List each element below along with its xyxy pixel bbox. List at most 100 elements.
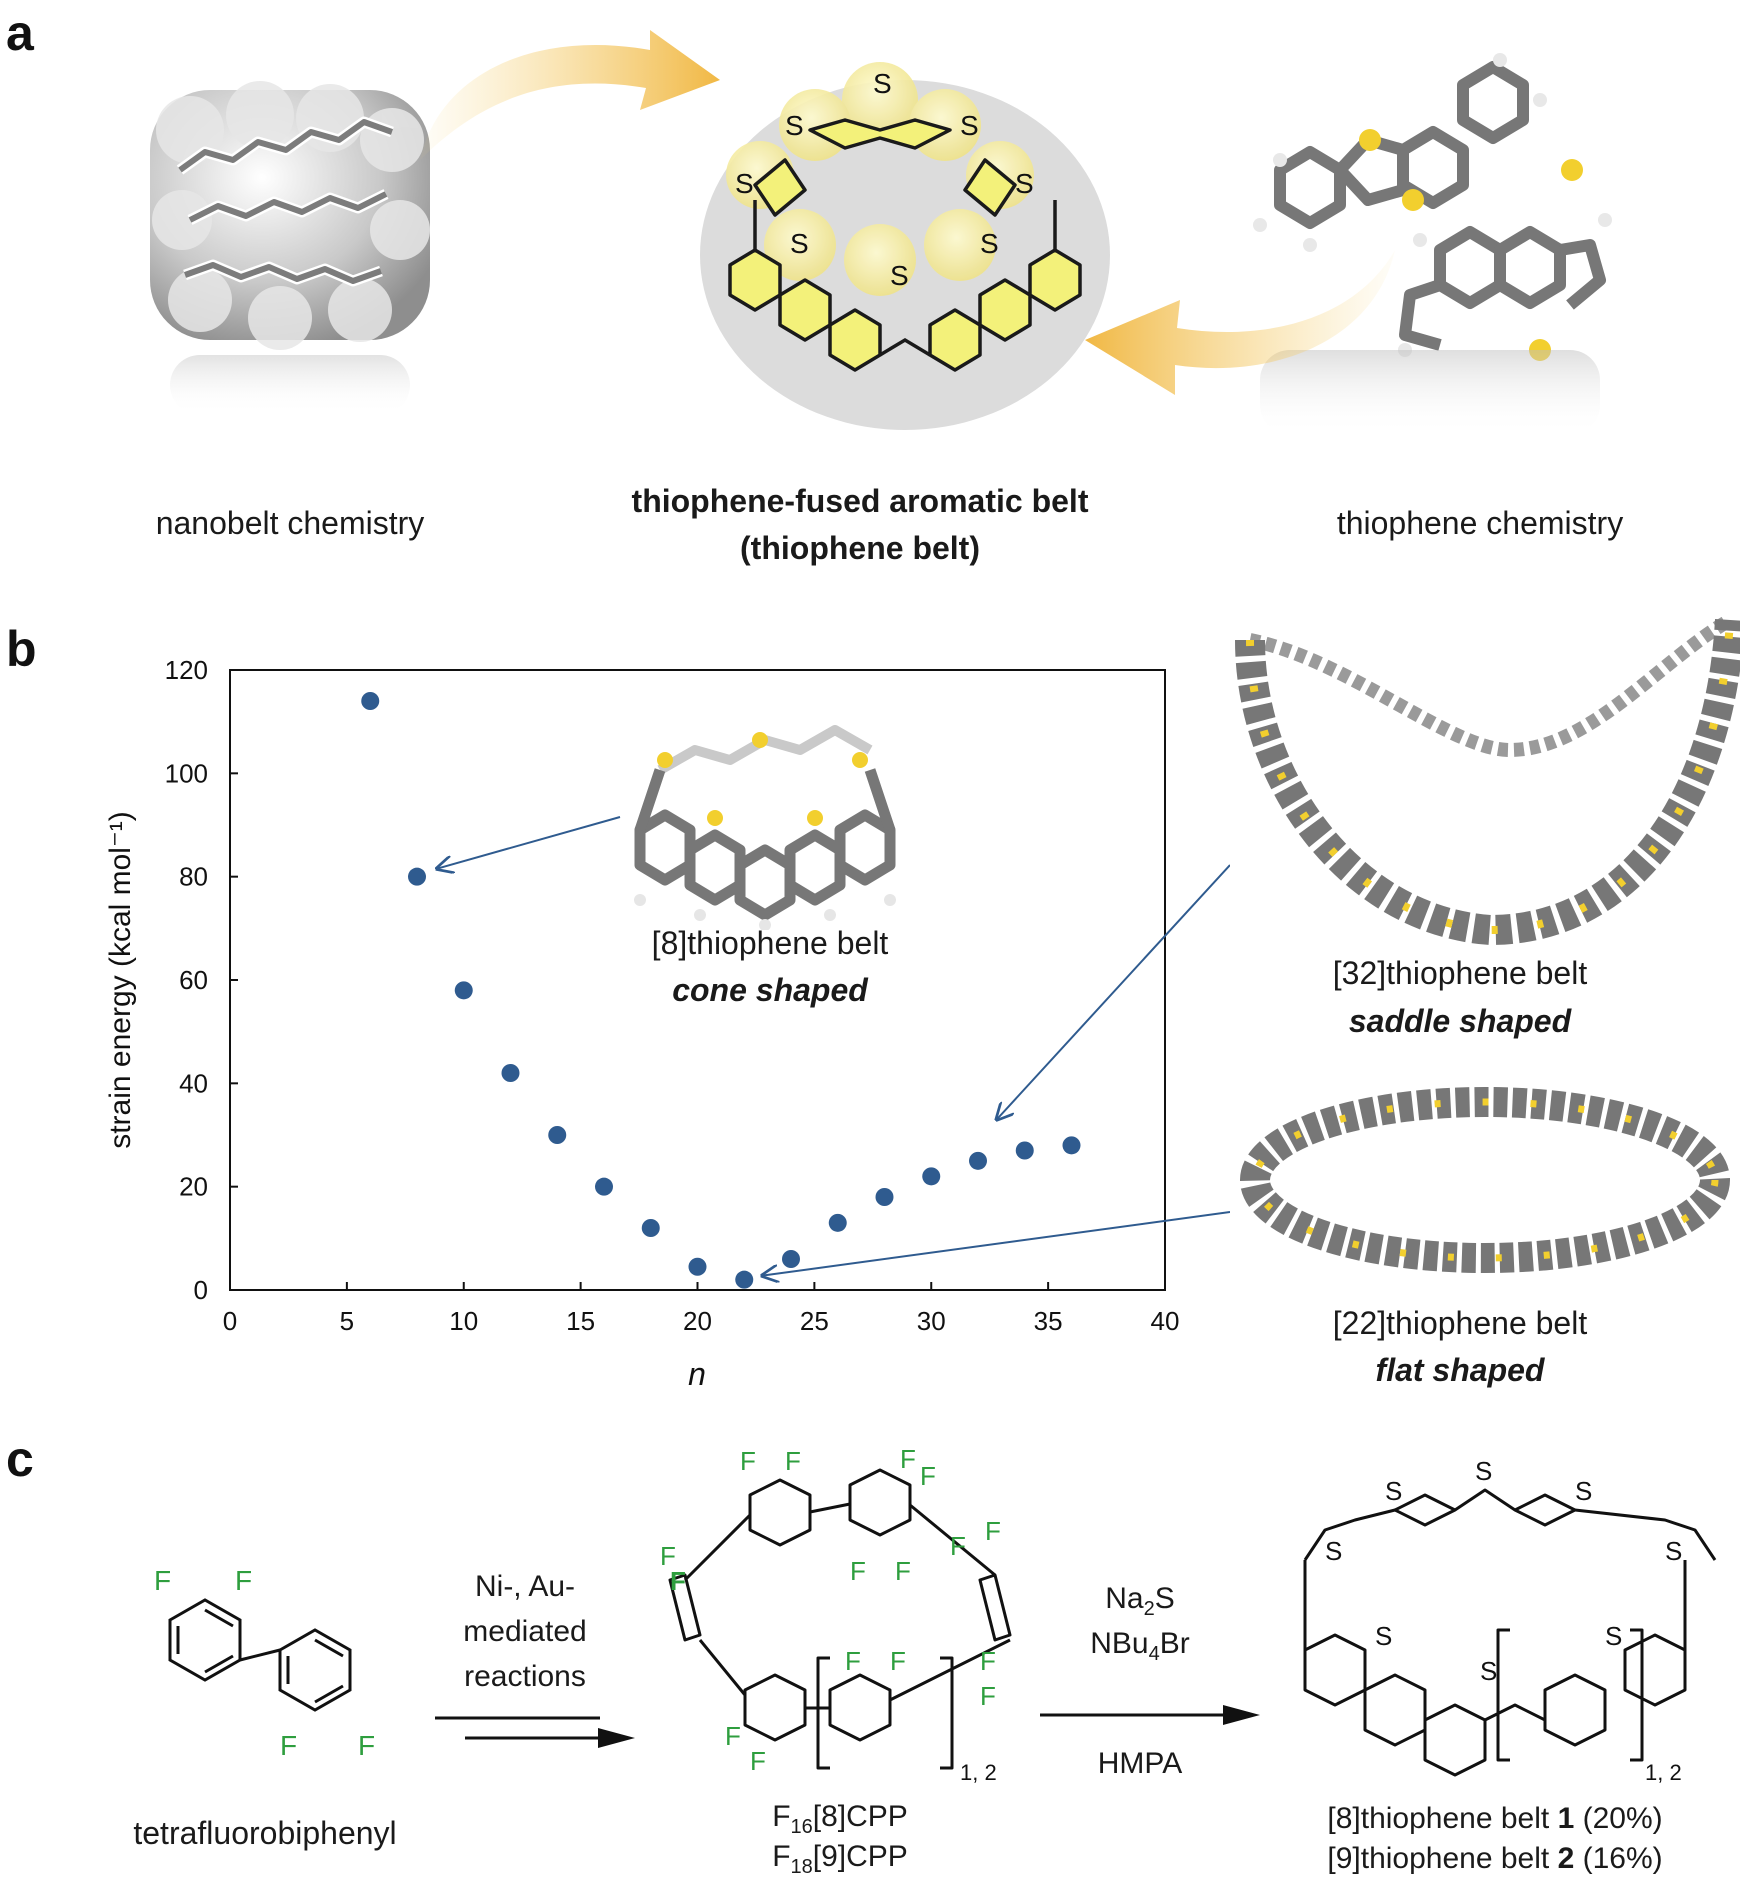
intermediate-name-line2: F18[9]CPP	[772, 1840, 908, 1878]
belt-repeat-label: 1, 2	[1645, 1760, 1682, 1785]
x-tick-label: 25	[800, 1306, 829, 1336]
cone-belt-model-image	[634, 725, 896, 930]
data-point	[875, 1188, 894, 1206]
y-tick-label: 20	[179, 1172, 208, 1202]
data-point	[408, 867, 426, 886]
svg-text:S: S	[790, 228, 809, 259]
svg-text:F: F	[920, 1461, 936, 1491]
svg-text:F: F	[358, 1730, 375, 1760]
svg-text:F: F	[725, 1721, 741, 1751]
svg-text:S: S	[1375, 1621, 1392, 1651]
svg-text:S: S	[1665, 1536, 1682, 1566]
svg-text:F: F	[660, 1541, 676, 1571]
y-tick-label: 100	[165, 758, 208, 788]
data-point	[501, 1064, 520, 1082]
svg-text:S: S	[960, 110, 979, 141]
svg-text:F: F	[895, 1556, 911, 1586]
step2-arrow-icon	[1040, 1705, 1260, 1725]
data-point	[361, 692, 380, 710]
y-tick-label: 40	[179, 1068, 208, 1098]
svg-text:S: S	[735, 168, 754, 199]
tetrafluorobiphenyl-caption: tetrafluorobiphenyl	[133, 1815, 397, 1851]
data-point	[922, 1167, 941, 1186]
svg-text:F: F	[900, 1444, 916, 1474]
svg-text:S: S	[1015, 168, 1034, 199]
inset-8-name: [8]thiophene belt	[651, 925, 889, 961]
product-line2: [9]thiophene belt 2 (16%)	[1327, 1842, 1663, 1875]
panel-c-letter: c	[6, 1431, 34, 1487]
y-tick-label: 0	[194, 1275, 208, 1305]
svg-text:S: S	[785, 110, 804, 141]
thiophene-belt-product-structure-image: S S S S S S S S 1, 2	[1303, 1456, 1717, 1785]
svg-text:F: F	[280, 1730, 297, 1760]
inset-22-shape: flat shaped	[1375, 1352, 1545, 1388]
x-tick-label: 20	[683, 1306, 712, 1336]
svg-text:S: S	[980, 228, 999, 259]
svg-text:F: F	[750, 1746, 766, 1776]
svg-text:F: F	[980, 1681, 996, 1711]
data-point	[595, 1177, 613, 1196]
svg-text:S: S	[1575, 1476, 1592, 1506]
svg-text:F: F	[985, 1516, 1001, 1546]
nanobelt-chemistry-caption: nanobelt chemistry	[155, 505, 425, 541]
panel-b-letter: b	[6, 621, 37, 677]
x-tick-label: 5	[340, 1306, 354, 1336]
tetrafluorobiphenyl-structure-image: F F F F	[154, 1565, 375, 1760]
x-tick-label: 30	[917, 1306, 946, 1336]
svg-text:F: F	[740, 1446, 756, 1476]
x-tick-label: 40	[1151, 1306, 1180, 1336]
svg-text:F: F	[850, 1556, 866, 1586]
step1-double-arrow-icon	[435, 1716, 635, 1748]
panel-a-letter: a	[6, 5, 34, 61]
x-tick-label: 0	[223, 1306, 237, 1336]
arrow-right-to-center-icon	[1085, 250, 1395, 395]
thiophene-chemistry-caption: thiophene chemistry	[1336, 505, 1624, 541]
saddle-belt-model-image	[1235, 613, 1740, 946]
annotation-arrow	[762, 1211, 1230, 1276]
svg-text:F: F	[235, 1565, 252, 1596]
x-tick-label: 35	[1034, 1306, 1063, 1336]
data-point	[1015, 1141, 1034, 1160]
svg-text:S: S	[1480, 1656, 1497, 1686]
thiophene-molecules-image	[1253, 53, 1612, 435]
arrow-left-to-center-icon	[420, 30, 720, 160]
svg-text:F: F	[785, 1446, 801, 1476]
thiophene-belt-caption-line1: thiophene-fused aromatic belt	[631, 483, 1089, 519]
annotation-arrow	[437, 816, 621, 869]
data-point	[641, 1219, 660, 1237]
step1-reagent-line3: reactions	[464, 1660, 586, 1693]
inset-32-shape: saddle shaped	[1348, 1003, 1572, 1039]
data-point	[1062, 1136, 1081, 1155]
product-line1: [8]thiophene belt 1 (20%)	[1327, 1802, 1663, 1835]
intermediate-name-line1: F16[8]CPP	[772, 1800, 908, 1838]
svg-text:S: S	[1605, 1621, 1622, 1651]
svg-text:S: S	[1385, 1476, 1402, 1506]
y-tick-label: 120	[165, 655, 208, 685]
x-tick-label: 15	[566, 1306, 595, 1336]
svg-text:F: F	[845, 1646, 861, 1676]
svg-text:S: S	[1475, 1456, 1492, 1486]
step2-reagent-nbu4br: NBu4Br	[1090, 1627, 1190, 1665]
x-tick-label: 10	[449, 1306, 478, 1336]
data-point	[782, 1250, 800, 1268]
data-point	[969, 1151, 987, 1170]
data-point	[688, 1257, 707, 1276]
step2-solvent-hmpa: HMPA	[1097, 1747, 1183, 1780]
flat-belt-model-image	[1240, 1087, 1730, 1273]
svg-text:S: S	[890, 260, 909, 291]
sulfur-atom-label: S	[873, 68, 892, 99]
inset-32-name: [32]thiophene belt	[1332, 955, 1588, 991]
inset-22-name: [22]thiophene belt	[1332, 1305, 1588, 1341]
data-point	[548, 1126, 567, 1144]
step2-reagent-na2s: Na2S	[1105, 1582, 1175, 1620]
svg-text:F: F	[890, 1646, 906, 1676]
svg-text:S: S	[1325, 1536, 1342, 1566]
inset-8-shape: cone shaped	[672, 972, 868, 1008]
svg-text:F: F	[154, 1565, 171, 1596]
svg-text:F: F	[670, 1566, 686, 1596]
data-point	[735, 1270, 754, 1289]
data-point	[454, 981, 473, 1000]
y-axis-label: strain energy (kcal mol⁻¹)	[104, 811, 137, 1149]
cpp-repeat-label: 1, 2	[960, 1760, 997, 1785]
